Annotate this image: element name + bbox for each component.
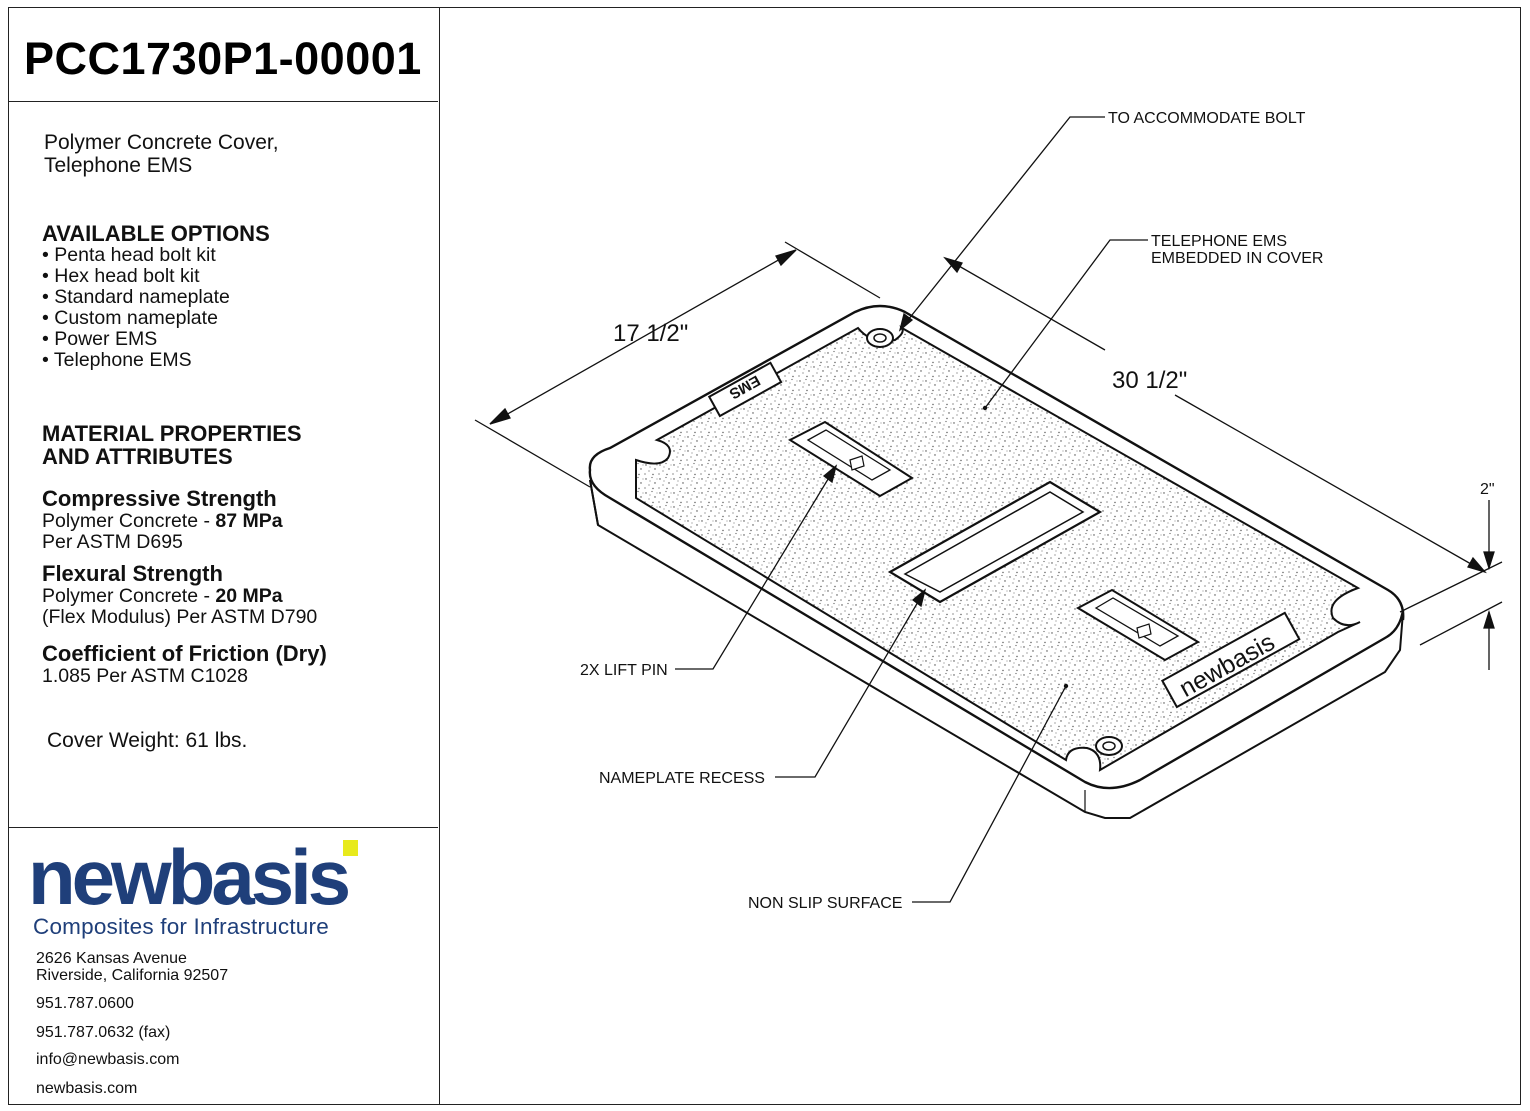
email-link[interactable]: info@newbasis.com [36,1051,180,1068]
fax-number: 951.787.0632 (fax) [36,1024,171,1041]
option-item: • Penta head bolt kit [42,244,216,266]
drawing-sheet-border [8,7,1521,1105]
surface-leader-dot [1063,683,1069,689]
ems-callout-line1: TELEPHONE EMS [1151,233,1287,250]
product-description: Polymer Concrete Cover, Telephone EMS [44,131,279,177]
material-heading: MATERIAL PROPERTIES AND ATTRIBUTES [42,421,302,469]
property-compressive: Compressive Strength Polymer Concrete - … [42,486,283,553]
option-item: • Custom nameplate [42,307,218,329]
depth-dimension-label: 2" [1480,481,1495,498]
website-link[interactable]: newbasis.com [36,1080,138,1097]
logo-accent-square [343,840,358,856]
nameplate-callout: NAMEPLATE RECESS [599,770,765,787]
cover-weight: Cover Weight: 61 lbs. [47,729,248,752]
property-title: Compressive Strength [42,486,277,511]
description-line: Polymer Concrete Cover, [44,131,279,154]
options-list: • Penta head bolt kit • Hex head bolt ki… [42,245,230,371]
property-flexural: Flexural Strength Polymer Concrete - 20 … [42,561,318,628]
option-item: • Power EMS [42,328,158,350]
width-dimension-label: 17 1/2" [613,320,688,347]
option-item: • Standard nameplate [42,286,230,308]
option-item: • Telephone EMS [42,349,192,371]
surface-callout: NON SLIP SURFACE [748,895,902,912]
option-item: • Hex head bolt kit [42,265,200,287]
lift-pin-icon [1075,588,1201,662]
lift-pin-callout: 2X LIFT PIN [580,662,668,679]
ems-leader-dot [982,405,988,411]
lift-pin-leader-line [675,465,837,670]
ems-callout-line2: EMBEDDED IN COVER [1151,250,1323,267]
depth-dimension [1483,500,1495,670]
address: 2626 Kansas Avenue Riverside, California… [36,950,229,984]
lift-pin-icon [787,420,914,498]
part-number-box: PCC1730P1-00001 [8,7,438,102]
property-title: Flexural Strength [42,561,223,586]
surface-leader-line [912,685,1067,903]
bolt-hole-icon [1095,736,1123,756]
property-friction: Coefficient of Friction (Dry) 1.085 Per … [42,641,327,687]
bolt-callout: TO ACCOMMODATE BOLT [1108,110,1306,127]
options-heading: AVAILABLE OPTIONS [42,221,270,246]
length-dimension-label: 30 1/2" [1112,367,1187,394]
newbasis-logo: newbasis [28,833,351,921]
title-block: PCC1730P1-00001 Polymer Concrete Cover, … [8,7,440,1105]
length-dimension [943,256,1503,646]
part-number: PCC1730P1-00001 [24,33,422,84]
width-dimension [474,241,881,488]
phone-number: 951.787.0600 [36,995,134,1012]
bolt-hole-icon [866,328,894,348]
company-block: newbasis Composites for Infrastructure 2… [8,827,438,1104]
property-title: Coefficient of Friction (Dry) [42,641,327,666]
logo-tagline: Composites for Infrastructure [33,914,329,939]
ems-leader-line [984,239,1148,409]
bolt-leader-line [899,116,1105,331]
description-line: Telephone EMS [44,154,193,177]
nameplate-leader-line [775,589,926,778]
